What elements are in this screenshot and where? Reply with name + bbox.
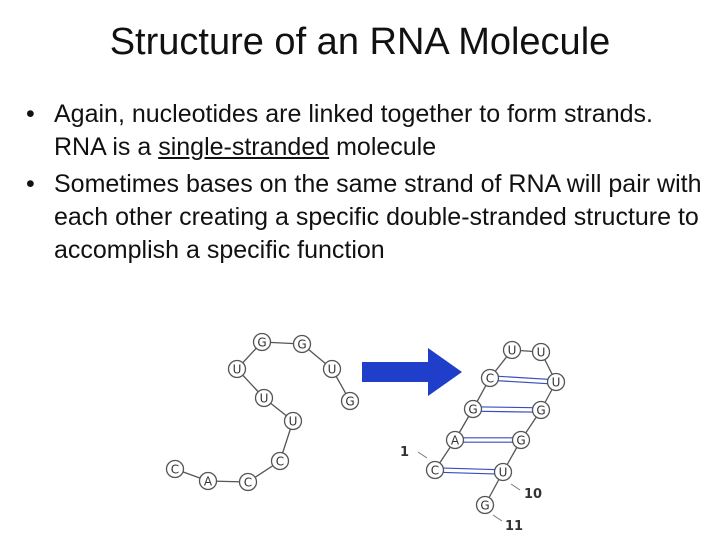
folded-base-node: C (425, 460, 445, 480)
base-pair-line (435, 467, 504, 471)
bullet-item-2: • Sometimes bases on the same strand of … (22, 168, 702, 267)
svg-text:C: C (244, 476, 252, 490)
folded-base-node: G (531, 400, 551, 420)
linear-base-node: G (252, 332, 272, 352)
svg-text:U: U (260, 392, 269, 406)
folded-base-node: G (463, 399, 483, 419)
svg-text:U: U (233, 363, 242, 377)
linear-base-node: C (270, 451, 290, 471)
folded-base-node: C (480, 368, 500, 388)
linear-base-node: U (227, 359, 247, 379)
svg-text:G: G (480, 499, 489, 513)
base-pair-line (489, 379, 556, 385)
single-stranded-term: single-stranded (158, 133, 330, 161)
linear-base-node: G (292, 334, 312, 354)
linear-base-node: A (198, 471, 218, 491)
bullet-1-text: Again, nucleotides are linked together t… (54, 100, 653, 161)
folded-base-node: U (502, 340, 522, 360)
bullet-1-tail: molecule (329, 133, 437, 161)
base-pair-line (490, 375, 557, 381)
svg-text:G: G (468, 403, 477, 417)
svg-text:C: C (276, 455, 284, 469)
linear-rna-strand: C A C C U U U G G U G (165, 332, 360, 492)
linear-base-node: G (340, 391, 360, 411)
svg-text:G: G (345, 395, 354, 409)
linear-base-node: U (322, 359, 342, 379)
svg-text:U: U (552, 376, 561, 390)
fold-arrow-icon (362, 348, 462, 396)
base-pair-line (434, 471, 503, 475)
svg-text:G: G (516, 434, 525, 448)
bullet-marker: • (26, 170, 35, 198)
svg-text:A: A (451, 434, 460, 448)
svg-text:C: C (171, 463, 179, 477)
slide-title: Structure of an RNA Molecule (109, 21, 611, 63)
position-label: 1 (400, 445, 409, 460)
linear-base-node: C (165, 459, 185, 479)
svg-text:G: G (297, 338, 306, 352)
bullet-marker: • (26, 100, 35, 128)
folded-base-node: U (531, 342, 551, 362)
position-labels: 1 10 11 (400, 445, 542, 534)
svg-text:C: C (431, 464, 439, 478)
svg-text:G: G (536, 404, 545, 418)
svg-text:U: U (508, 344, 517, 358)
folded-base-node: A (445, 430, 465, 450)
folded-base-node: G (475, 495, 495, 515)
svg-text:A: A (204, 475, 213, 489)
position-label: 11 (505, 519, 523, 534)
svg-text:U: U (289, 415, 298, 429)
svg-text:U: U (328, 363, 337, 377)
bullet-item-1: • Again, nucleotides are linked together… (22, 98, 702, 164)
bullet-list: • Again, nucleotides are linked together… (22, 98, 702, 271)
folded-base-node: G (511, 430, 531, 450)
svg-text:C: C (486, 372, 494, 386)
base-pair-line (472, 410, 541, 413)
bullet-2-text: Sometimes bases on the same strand of RN… (54, 170, 702, 264)
folded-base-node: U (493, 462, 513, 482)
svg-text:G: G (257, 336, 266, 350)
svg-text:U: U (499, 466, 508, 480)
position-label: 10 (524, 487, 542, 502)
base-pair-line (473, 406, 542, 409)
linear-base-node: U (254, 388, 274, 408)
svg-text:U: U (537, 346, 546, 360)
folded-base-node: U (546, 372, 566, 392)
linear-base-node: U (283, 411, 303, 431)
linear-base-node: C (238, 472, 258, 492)
